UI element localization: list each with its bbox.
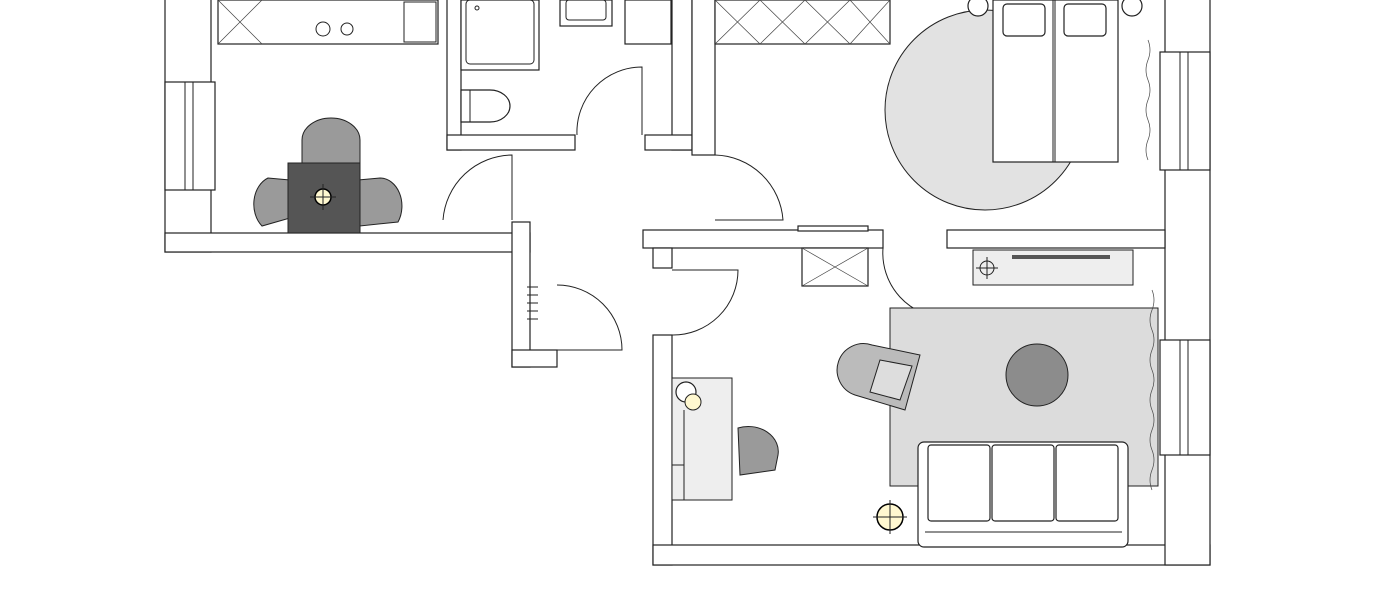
bedroom-door bbox=[714, 154, 784, 221]
entrance-door bbox=[556, 284, 623, 351]
kitchen-bottom-wall bbox=[164, 232, 531, 253]
bedroom-window bbox=[1159, 51, 1211, 171]
bedroom bbox=[714, 0, 1151, 211]
stove-burner bbox=[315, 21, 331, 37]
sink bbox=[403, 1, 437, 43]
bedroom-bottom-wall-left bbox=[642, 229, 884, 249]
bathroom-sink bbox=[559, 0, 613, 27]
bath-left-wall bbox=[446, 0, 462, 151]
nightstand-lamp-icon bbox=[967, 0, 989, 17]
walls bbox=[164, 0, 1211, 566]
bathroom-door bbox=[576, 66, 643, 136]
doors bbox=[442, 66, 948, 351]
chair-left bbox=[253, 177, 291, 227]
washing-machine bbox=[624, 0, 672, 45]
coffee-table bbox=[1005, 343, 1069, 407]
hall-shelf bbox=[797, 225, 869, 232]
desk-chair bbox=[737, 426, 779, 476]
bedroom-bottom-wall-right bbox=[946, 229, 1166, 249]
bathroom bbox=[460, 0, 672, 123]
curtain bbox=[1149, 289, 1155, 491]
pillow bbox=[1063, 3, 1107, 37]
living-room bbox=[671, 249, 1159, 548]
living-window bbox=[1159, 339, 1211, 456]
kitchen-counter bbox=[217, 0, 439, 45]
bath-bottom-wall bbox=[446, 134, 576, 151]
kitchen-door bbox=[442, 154, 513, 221]
desk-lamp-icon bbox=[684, 393, 702, 411]
chair-top bbox=[301, 117, 361, 166]
chair-right bbox=[357, 177, 403, 227]
stove-burner bbox=[340, 22, 354, 36]
bath-right-wall bbox=[671, 0, 693, 151]
bathtub bbox=[460, 0, 540, 71]
bedroom-left-wall bbox=[691, 0, 716, 156]
pillow bbox=[1002, 3, 1046, 37]
toilet bbox=[460, 89, 511, 123]
bath-bottom-wall-right bbox=[644, 134, 693, 151]
living-bottom-wall bbox=[652, 544, 1211, 566]
curtain bbox=[1145, 39, 1151, 161]
wardrobe bbox=[714, 0, 891, 45]
kitchen-window bbox=[164, 81, 216, 191]
hall-bottom-wall bbox=[511, 349, 558, 368]
stairs-marks bbox=[527, 286, 538, 320]
living-door bbox=[671, 269, 739, 336]
tv bbox=[1012, 255, 1110, 259]
living-top-stub bbox=[652, 247, 673, 269]
dining-set bbox=[253, 117, 403, 234]
nightstand-lamp-icon bbox=[1121, 0, 1143, 17]
living-left-wall bbox=[652, 334, 673, 566]
